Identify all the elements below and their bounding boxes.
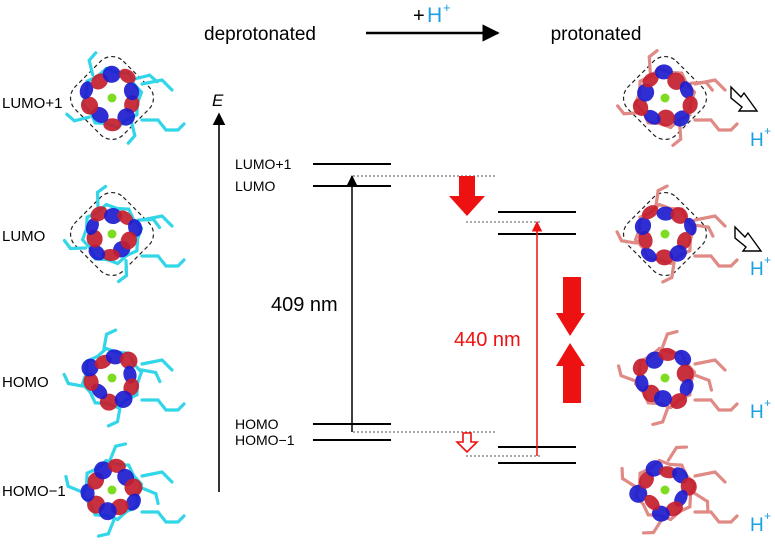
right-molecule-lumo1-orbital-lobes: [632, 64, 698, 127]
right-molecule-homo1: [620, 445, 739, 535]
proton-charge-homo1: +: [764, 509, 771, 523]
left-molecule-homo-skeleton: [62, 328, 186, 428]
right-molecule-homo1-metal-center: [660, 485, 670, 495]
hollow-arrow-lumo1: [730, 85, 759, 112]
proton-charge-lumo: +: [764, 253, 771, 267]
proton-charge-lumo1: +: [764, 124, 771, 138]
reaction-label: + H +: [413, 0, 451, 27]
deprotonated-levels: LUMO+1 LUMO HOMO HOMO−1: [235, 156, 391, 448]
left-molecule-lumo1-orbital-lobes: [79, 65, 140, 132]
left-molecule-lumo-orbital-lobes: [85, 206, 143, 261]
right-molecule-homo-orbital-lobes: [632, 347, 694, 409]
molecule-images: [62, 49, 739, 538]
reaction-proton-charge: +: [443, 0, 451, 15]
red-up-arrow-gap: [556, 343, 585, 403]
right-molecule-lumo-metal-center: [660, 229, 670, 239]
left-orbital-label-homo: HOMO: [2, 374, 49, 391]
right-molecule-lumo-dashed-outline: [622, 191, 708, 277]
red-down-arrow-gap: [556, 277, 585, 336]
left-molecule-lumo-dashed-outline: [69, 191, 155, 277]
left-molecule-homo1-metal-center: [107, 485, 117, 495]
right-molecule-lumo: [615, 184, 739, 284]
right-molecule-lumo-orbital-lobes: [634, 205, 697, 266]
left-molecule-homo1-orbital-lobes: [80, 458, 143, 521]
proton-label-homo1: H: [750, 515, 764, 536]
right-molecule-lumo1-dashed-outline: [622, 55, 708, 141]
proton-labels: H + H + H + H +: [750, 124, 771, 536]
level-label-lumo: LUMO: [235, 178, 276, 194]
reaction-plus: +: [413, 5, 425, 27]
energy-axis-label: E: [212, 91, 224, 110]
red-down-arrow-lumo: [449, 176, 485, 216]
reaction-proton: H: [427, 4, 442, 27]
left-molecule-lumo1-dashed-outline: [69, 55, 155, 141]
left-molecule-homo-orbital-lobes: [81, 349, 140, 411]
left-molecule-homo1: [64, 442, 186, 538]
left-molecule-lumo1-metal-center: [107, 93, 117, 103]
proton-label-lumo1: H: [750, 130, 764, 151]
left-orbital-label-lumo: LUMO: [2, 228, 45, 245]
right-molecule-lumo1-skeleton: [616, 49, 739, 147]
homo-shift-arrow: [455, 432, 479, 454]
proton-label-lumo: H: [750, 259, 764, 280]
transition-440-label: 440 nm: [454, 329, 521, 351]
right-molecule-lumo-skeleton: [615, 184, 739, 284]
level-connectors: [353, 175, 540, 457]
left-molecule-lumo1: [65, 51, 186, 145]
level-label-homo: HOMO: [235, 416, 279, 432]
lumo-shift-arrow: [449, 176, 485, 216]
right-molecule-lumo1-metal-center: [660, 93, 670, 103]
right-molecule-homo: [616, 329, 739, 427]
level-label-homo1: HOMO−1: [235, 432, 295, 448]
left-molecule-lumo-metal-center: [107, 229, 117, 239]
protonated-title: protonated: [551, 24, 642, 45]
gap-narrowing-arrows: [556, 277, 585, 403]
level-label-lumo1: LUMO+1: [235, 156, 292, 172]
proton-label-homo: H: [750, 402, 764, 423]
deprotonated-title: deprotonated: [204, 24, 316, 45]
left-molecule-homo-metal-center: [107, 373, 117, 383]
left-orbital-label-lumo1: LUMO+1: [2, 95, 62, 112]
right-molecule-lumo1: [616, 49, 739, 147]
right-molecule-homo1-orbital-lobes: [629, 460, 697, 522]
right-molecule-homo-metal-center: [660, 373, 670, 383]
left-molecule-lumo: [62, 184, 186, 284]
left-orbital-label-homo1: HOMO−1: [2, 483, 66, 500]
hollow-down-arrow-homo: [455, 432, 479, 454]
transition-409-label: 409 nm: [271, 294, 338, 316]
hollow-arrow-lumo: [734, 225, 763, 252]
left-molecule-homo: [62, 328, 186, 428]
proton-charge-homo: +: [764, 396, 771, 410]
